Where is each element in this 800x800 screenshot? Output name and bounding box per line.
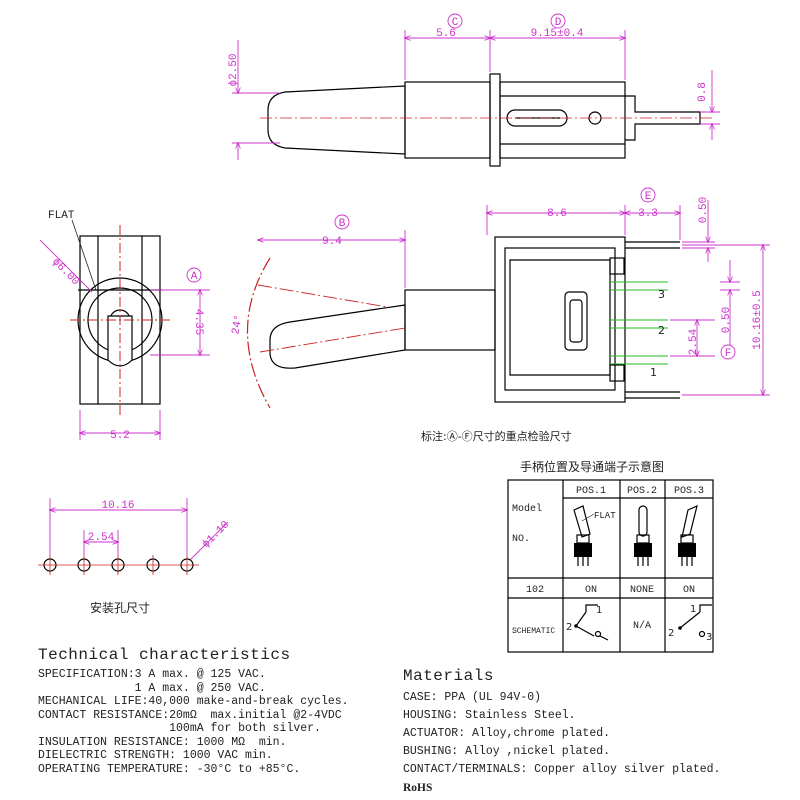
dim-3-3: 3.3 xyxy=(638,208,658,220)
table-schematic-na: N/A xyxy=(633,620,651,632)
hole-dim-phi-1-10: ϕ1.10 xyxy=(200,519,232,551)
toggle-icon-pos1: FLAT xyxy=(573,505,616,566)
dim-10-16-pm: 10.16±0.5 xyxy=(752,290,764,349)
table-schematic-label: SCHEMATIC xyxy=(512,627,555,636)
table-cell-pos3: ON xyxy=(683,585,695,596)
table-header-pos2: POS.2 xyxy=(627,486,657,497)
dim-label-b: B xyxy=(339,218,346,230)
label-flat: FLAT xyxy=(48,210,75,222)
sch-left-2: 2 xyxy=(566,622,572,633)
dim-0-8: 0.8 xyxy=(697,82,709,102)
table-cell-pos2: NONE xyxy=(630,585,654,596)
dim-24-deg: 24° xyxy=(230,314,245,336)
sch-right-3: 3 xyxy=(706,632,712,643)
dim-phi-2-50: ϕ2.50 xyxy=(228,53,240,86)
materials-line: ACTUATOR: Alloy,chrome plated. xyxy=(403,727,611,740)
technical-title: Technical characteristics xyxy=(38,646,291,664)
table-cell-pos1: ON xyxy=(585,585,597,596)
hole-row xyxy=(38,555,199,575)
technical-characteristics: Technical characteristics SPECIFICATION:… xyxy=(38,646,349,776)
dim-9-15: 9.15±0.4 xyxy=(531,28,584,40)
position-table: 手柄位置及导通端子示意图 Model NO. POS.1 POS.2 POS.3… xyxy=(507,459,714,653)
side-view: 3 2 1 B 9.4 24° E 8.6 3.3 0.50 2.54 xyxy=(230,187,770,409)
materials-line: HOUSING: Stainless Steel. xyxy=(403,709,576,722)
table-header-pos3: POS.3 xyxy=(674,486,704,497)
dim-5-6: 5.6 xyxy=(436,28,456,40)
materials: Materials CASE: PPA (UL 94V-0) HOUSING: … xyxy=(403,667,720,797)
technical-line: SPECIFICATION:3 A max. @ 125 VAC. xyxy=(38,668,266,681)
table-flat-label: FLAT xyxy=(594,511,616,521)
pin-label-1: 1 xyxy=(650,366,657,379)
pin-label-2: 2 xyxy=(658,324,665,337)
dim-label-d: D xyxy=(555,17,562,29)
table-row-model: 102 xyxy=(526,585,544,596)
technical-line: MECHANICAL LIFE:40,000 make-and-break cy… xyxy=(38,695,349,708)
pin-label-3: 3 xyxy=(658,288,665,301)
technical-line: 100mA for both silver. xyxy=(38,722,321,735)
table-header-pos1: POS.1 xyxy=(576,486,606,497)
dim-4-35: 4.35 xyxy=(192,309,204,335)
dim-phi-6-00: ϕ6.00 xyxy=(49,256,81,288)
materials-line: BUSHING: Alloy ,nickel plated. xyxy=(403,745,611,758)
schematic-pos1: 1 2 xyxy=(566,604,609,641)
sch-right-2: 2 xyxy=(668,628,674,639)
dim-label-e: E xyxy=(645,191,652,203)
dim-0-50-top: 0.50 xyxy=(698,197,710,223)
table-no-label: NO. xyxy=(512,534,530,545)
table-model-label: Model xyxy=(512,503,542,515)
sch-right-1: 1 xyxy=(690,604,696,615)
technical-line: DIELECTRIC STRENGTH: 1000 VAC min. xyxy=(38,749,273,762)
dim-label-a: A xyxy=(191,271,198,283)
schematic-pos3: 1 2 3 xyxy=(668,604,712,643)
dim-label-c: C xyxy=(452,17,459,29)
hole-caption: 安装孔尺寸 xyxy=(90,600,150,615)
inspection-note: 标注:Ⓐ-Ⓕ尺寸的重点检验尺寸 xyxy=(421,429,572,443)
dim-label-f: F xyxy=(725,348,732,360)
dim-8-6: 8.6 xyxy=(547,208,567,220)
technical-line: 1 A max. @ 250 VAC. xyxy=(38,681,266,695)
toggle-icon-pos3 xyxy=(678,504,698,566)
hole-dim-10-16: 10.16 xyxy=(101,500,134,512)
materials-title: Materials xyxy=(403,667,494,685)
dim-0-50-mid: 0.50 xyxy=(721,307,733,333)
technical-line: OPERATING TEMPERATURE: -30°C to +85°C. xyxy=(38,762,301,776)
dim-5-2: 5.2 xyxy=(110,430,130,442)
front-view: FLAT ϕ6.00 A 4.35 5.2 xyxy=(39,210,210,442)
materials-line: CASE: PPA (UL 94V-0) xyxy=(403,691,542,704)
hole-dim-2-54: 2.54 xyxy=(88,532,115,544)
materials-line: CONTACT/TERMINALS: Copper alloy silver p… xyxy=(403,763,721,776)
dim-2-54-pitch: 2.54 xyxy=(688,328,700,355)
sch-left-1: 1 xyxy=(596,605,602,616)
top-side-view: C 5.6 D 9.15±0.4 ϕ2.50 0.8 xyxy=(228,13,720,167)
dim-9-4: 9.4 xyxy=(322,236,342,248)
technical-line: CONTACT RESISTANCE:20mΩ max.initial @2-4… xyxy=(38,708,342,722)
table-title: 手柄位置及导通端子示意图 xyxy=(520,459,664,474)
technical-line: INSULATION RESISTANCE: 1000 MΩ min. xyxy=(38,735,287,749)
toggle-icon-pos2 xyxy=(634,505,652,566)
mounting-holes: 10.16 2.54 ϕ1.10 安装孔尺寸 xyxy=(38,498,232,615)
rohs-label: RoHS xyxy=(403,782,433,794)
